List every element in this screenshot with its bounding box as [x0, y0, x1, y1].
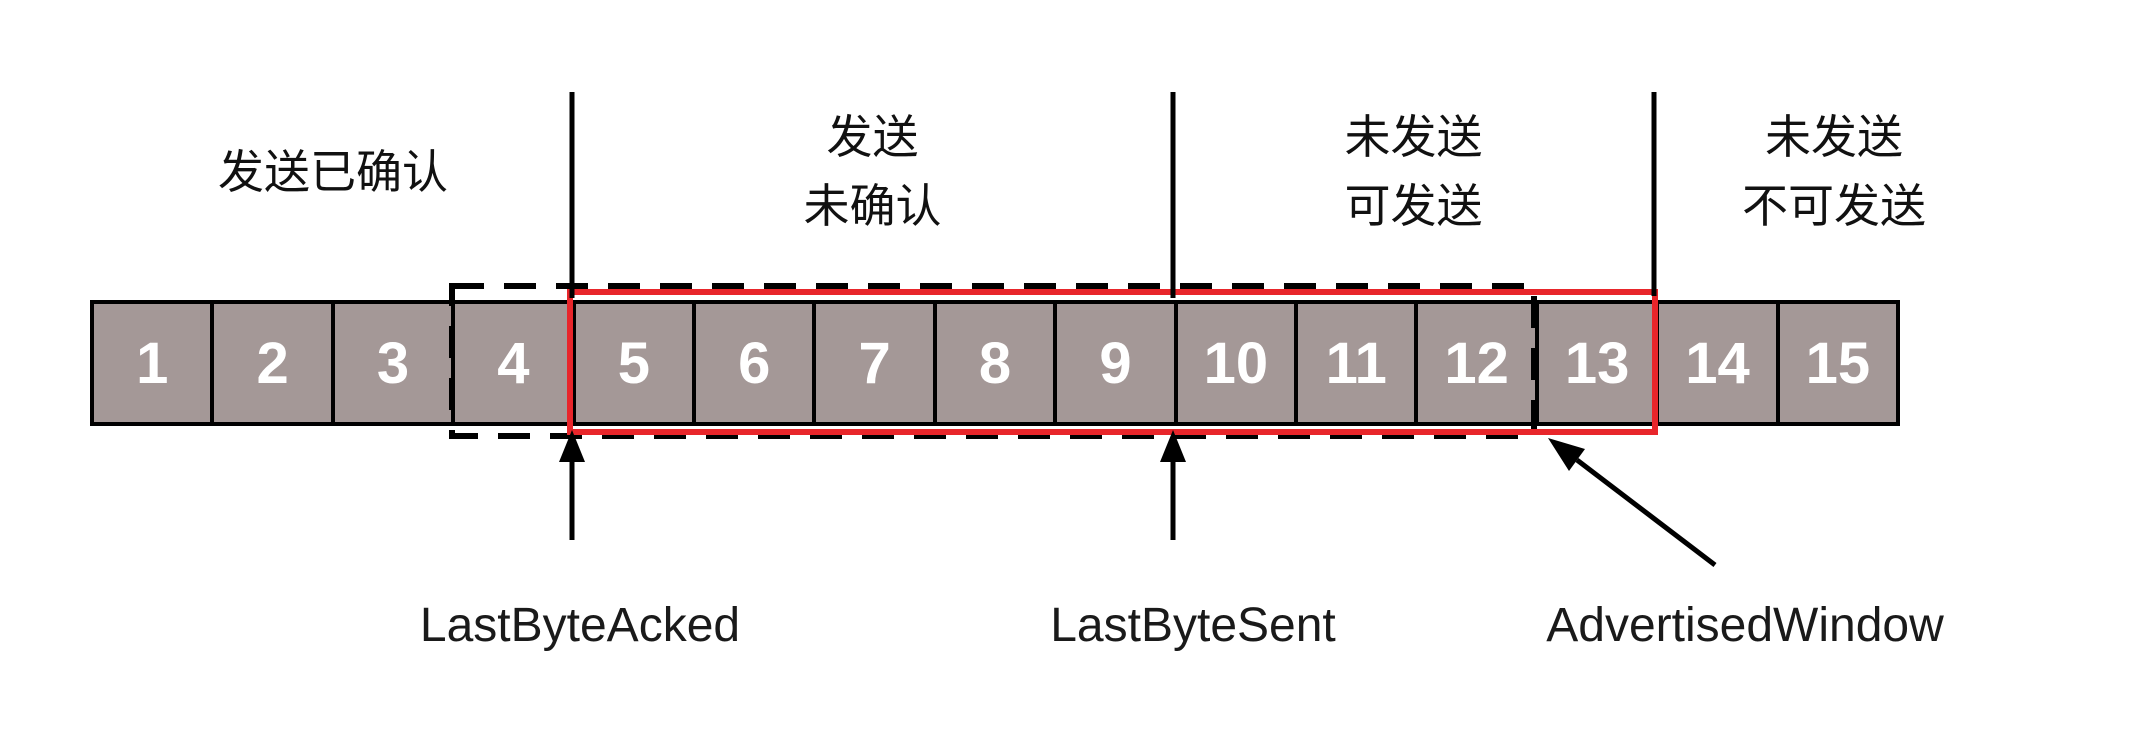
region-label-sent-acked: 发送已确认 [94, 92, 572, 252]
byte-cell: 3 [335, 304, 456, 422]
label-last-byte-acked: LastByteAcked [330, 595, 830, 655]
arrowhead-last-byte-acked [559, 430, 585, 462]
label-last-byte-sent: LastByteSent [943, 595, 1443, 655]
arrowhead-last-byte-sent [1160, 430, 1186, 462]
arrow-advertised-window [1575, 458, 1717, 567]
byte-cell: 15 [1805, 330, 1871, 396]
byte-cell: 13 [1539, 304, 1660, 422]
arrowhead-advertised-window [1548, 438, 1585, 471]
region-label-line: 未发送 [1765, 111, 1903, 163]
byte-cell: 11 [1298, 304, 1419, 422]
byte-stream: 1 2 3 4 5 6 7 8 9 10 11 12 13 14 15 [90, 300, 1900, 426]
region-label-line: 发送 [826, 111, 919, 163]
region-label-line: 发送已确认 [218, 145, 448, 198]
byte-cell: 8 [937, 304, 1058, 422]
region-label-unsent-sendable: 未发送 可发送 [1173, 92, 1654, 252]
byte-cell: 7 [816, 304, 937, 422]
region-label-unsent-unsendable: 未发送 不可发送 [1654, 92, 2014, 252]
label-last-byte-acked-text: LastByteAcked [419, 598, 741, 652]
byte-cell: 12 [1418, 304, 1539, 422]
byte-cell: 6 [696, 304, 817, 422]
byte-cell: 4 [455, 304, 576, 422]
label-last-byte-sent-text: LastByteSent [1050, 598, 1336, 652]
region-label-sent-unacked: 发送 未确认 [572, 92, 1173, 252]
label-advertised-window-text: AdvertisedWindow [1546, 598, 1944, 652]
region-label-line: 不可发送 [1742, 180, 1926, 232]
byte-cell: 14 [1659, 304, 1780, 422]
byte-cell: 1 [94, 304, 215, 422]
region-label-line: 未发送 [1344, 111, 1483, 163]
byte-cell: 5 [576, 304, 697, 422]
byte-cell: 10 [1178, 304, 1299, 422]
region-label-line: 可发送 [1344, 180, 1483, 232]
byte-cell: 9 [1057, 304, 1178, 422]
label-advertised-window: AdvertisedWindow [1475, 595, 2015, 655]
region-label-line: 未确认 [803, 180, 942, 232]
byte-cell: 2 [214, 304, 335, 422]
